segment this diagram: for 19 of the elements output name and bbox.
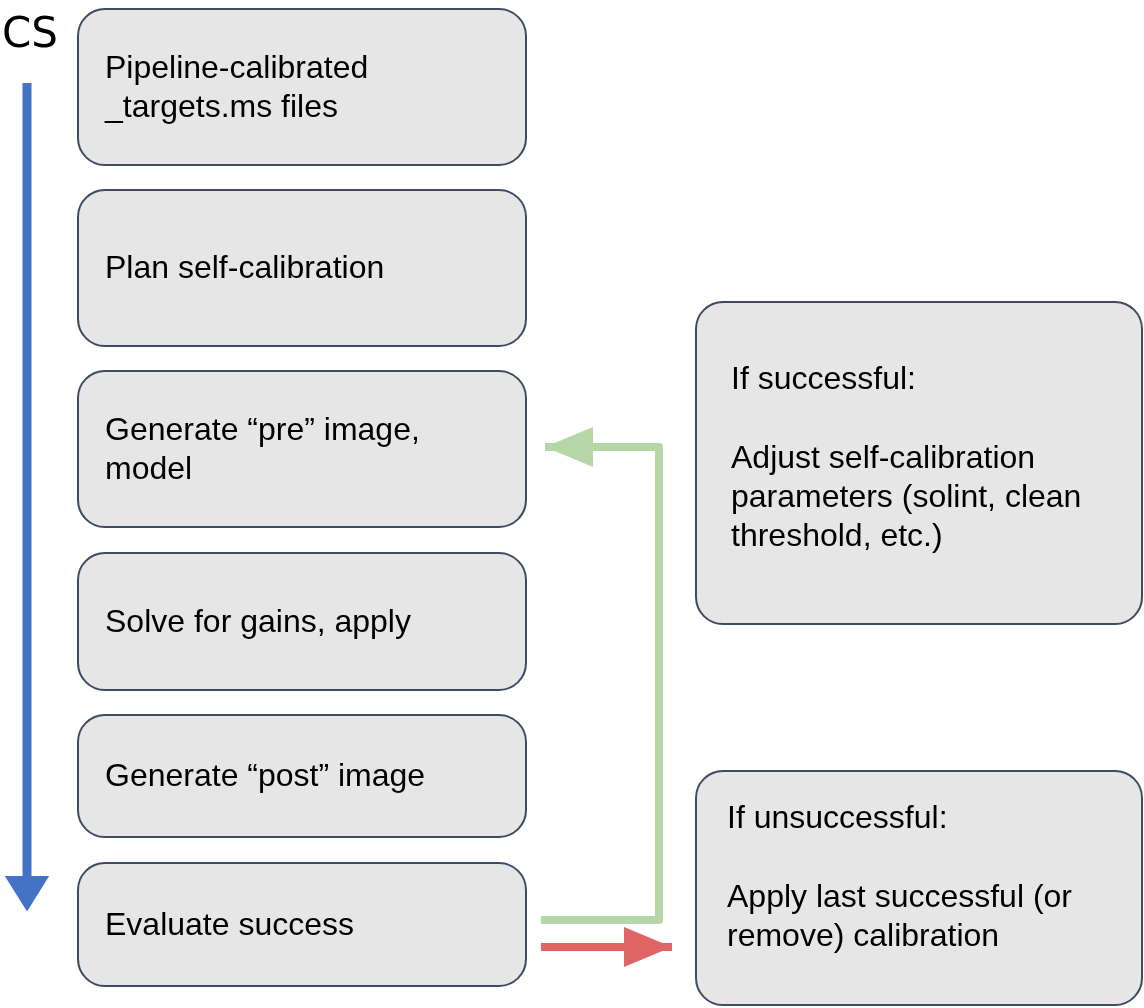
process-box [77,552,527,691]
process-box [695,301,1143,625]
box-text: Generate “post” image [105,756,427,796]
box-text: If successful: [731,359,917,398]
box-text: Solve for gains, apply [105,602,412,641]
box-text: Pipeline-calibrated _targets.ms files [105,47,370,126]
box-text: Apply last successful (or remove) calibration [727,877,1073,956]
process-box [695,770,1143,1006]
process-box [77,714,527,838]
heading-text: CS [2,12,58,54]
process-box [77,189,527,347]
box-text: Evaluate success [105,905,355,944]
process-box [77,862,527,987]
box-text: Plan self-calibration [105,248,386,288]
process-box [77,370,527,528]
box-text: Generate “pre” image, model [105,409,421,488]
process-box [77,8,527,166]
box-text: If unsuccessful: [727,798,949,837]
box-text: Adjust self-calibration parameters (solint, clean threshold, etc.) [731,438,1083,556]
